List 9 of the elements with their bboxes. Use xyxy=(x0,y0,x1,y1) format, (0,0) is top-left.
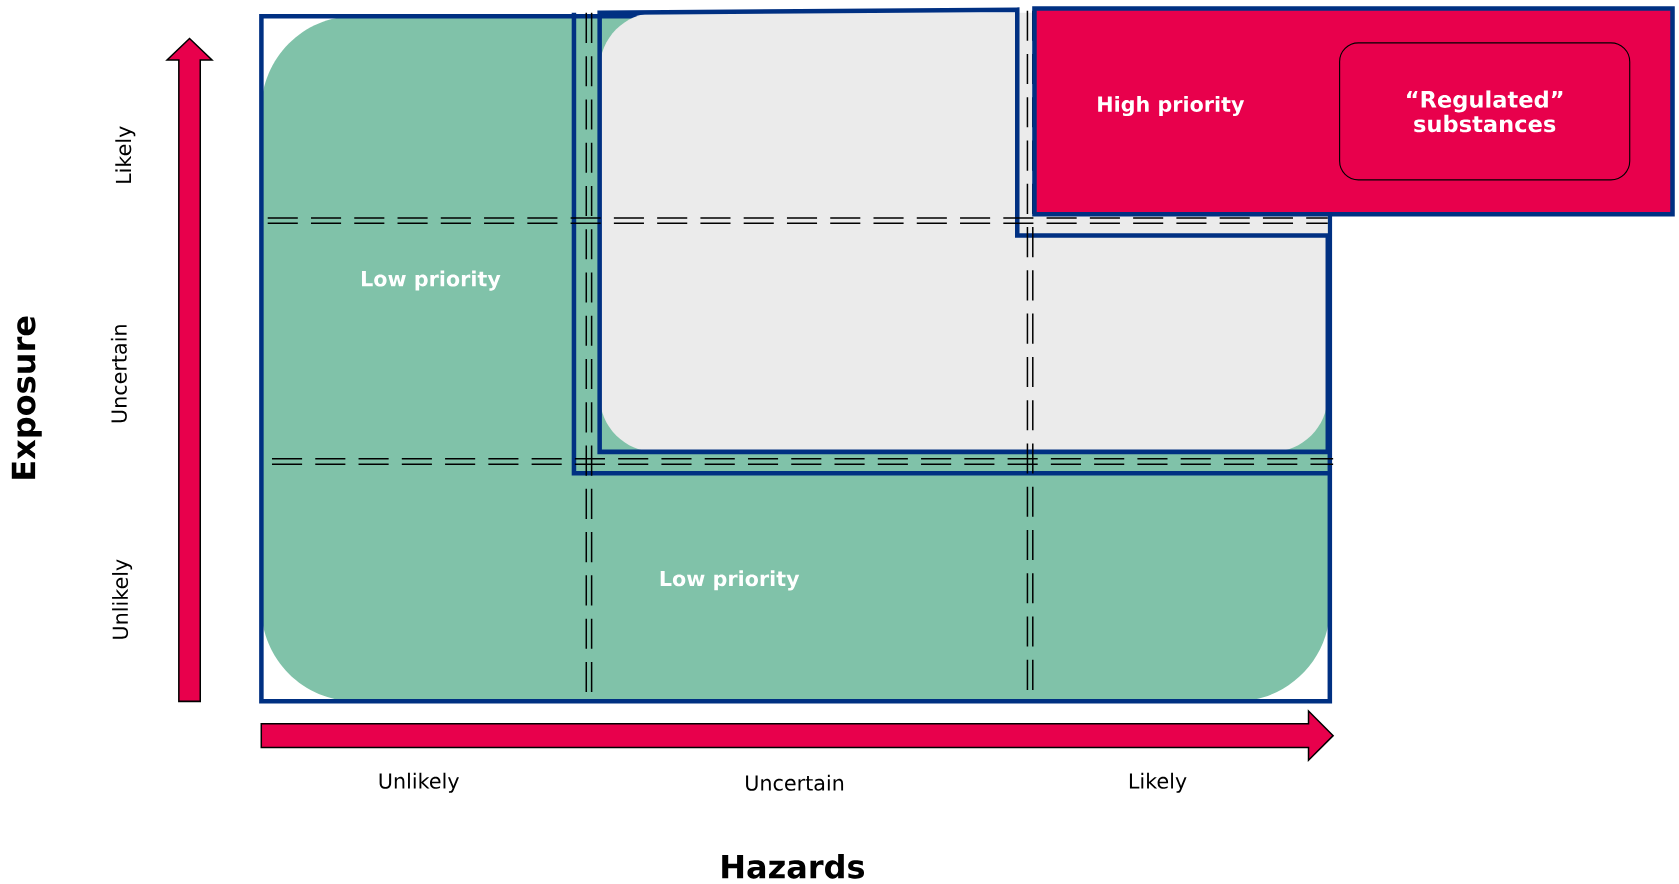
tick-label: Uncertain xyxy=(110,324,127,422)
axis-title: Hazards xyxy=(722,853,865,879)
axis-title: Exposure xyxy=(11,316,42,479)
tick-label: Unlikely xyxy=(112,559,133,639)
tick-label: Likely xyxy=(115,126,136,183)
tick-label: Uncertain xyxy=(746,774,844,791)
tick-label: Likely xyxy=(1129,772,1187,793)
tick-label: Unlikely xyxy=(379,772,459,793)
rounded-box: “Regulated” substances xyxy=(1339,42,1631,181)
